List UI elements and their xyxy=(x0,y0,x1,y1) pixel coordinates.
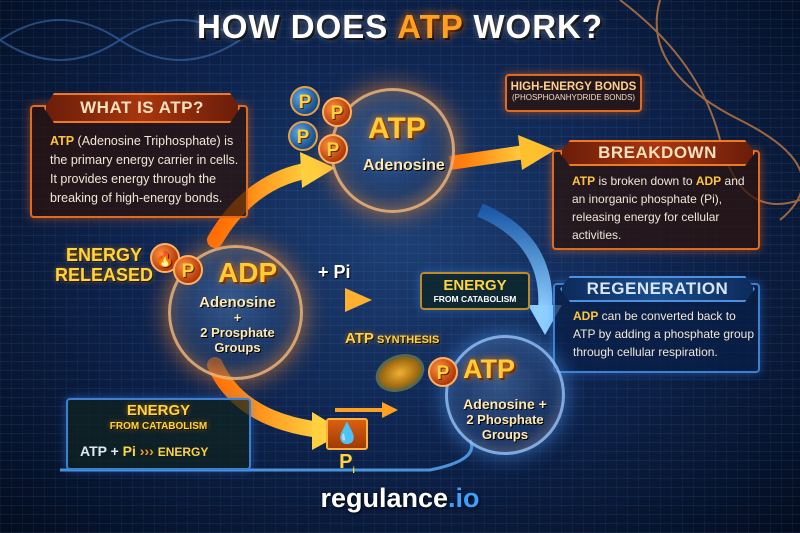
triple-arrow-icon: ››› xyxy=(139,443,154,459)
what-is-atp-text: ATP (Adenosine Triphosphate) is the prim… xyxy=(50,134,239,205)
regeneration-heading: REGENERATION xyxy=(560,276,755,302)
breakdown-panel xyxy=(552,150,760,250)
energy-equation: ATP + Pi ››› ENERGY xyxy=(80,443,209,459)
high-energy-bonds-heading: HIGH-ENERGY BONDS xyxy=(510,81,637,93)
arrowhead-adp-to-atp xyxy=(300,152,335,188)
adp-label: ADP xyxy=(218,257,278,288)
arrowhead-pi-to-atp xyxy=(382,402,398,418)
phosphate-ball-icon: P xyxy=(290,86,320,116)
atp-top-label: ATP xyxy=(368,112,426,145)
dna-helix-top-right xyxy=(619,0,800,221)
arrow-atp-to-breakdown xyxy=(448,145,527,170)
phosphate-ball-icon: P xyxy=(428,357,458,387)
plus-pi-label: + Pi xyxy=(318,262,351,282)
phosphate-ball-icon: P xyxy=(322,97,352,127)
phosphate-ball-icon: P xyxy=(318,134,348,164)
what-is-atp-heading: WHAT IS ATP? xyxy=(44,93,240,123)
atp-top-sub: Adenosine xyxy=(363,157,445,174)
arrowhead-adp-right xyxy=(345,288,372,312)
dna-helix-top-left xyxy=(0,19,241,61)
arrow-adp-to-atp xyxy=(207,162,318,248)
arrow-regeneration-down xyxy=(477,203,553,311)
breakdown-text: ATP is broken down to ADP and an inorgan… xyxy=(572,174,745,242)
breakdown-heading: BREAKDOWN xyxy=(560,140,755,166)
page-title: HOW DOES ATP WORK? xyxy=(196,8,604,45)
atp-bottom-label: ATP xyxy=(463,354,515,384)
flame-icon: 🔥 xyxy=(150,243,180,273)
brand-logo: regulance.io xyxy=(320,483,480,513)
atp-bottom-circle xyxy=(445,335,565,455)
high-energy-bonds-label: HIGH-ENERGY BONDS (PHOSPHOANHYDRIDE BOND… xyxy=(505,74,642,112)
phosphate-ball-icon: P xyxy=(173,255,203,285)
phosphate-ball-icon: P xyxy=(288,121,318,151)
energy-catabolism-mid-label: ENERGY FROM CATABOLISM xyxy=(420,272,530,310)
inorganic-phosphate-icon: 💧Pi xyxy=(326,418,368,475)
regeneration-text: ADP can be converted back to ATP by addi… xyxy=(573,309,755,359)
high-energy-bonds-sub: (PHOSPHOANHYDRIDE BONDS) xyxy=(511,93,636,102)
energy-catabolism-box xyxy=(66,398,251,470)
atp-synthesis-label: ATP SYNTHESIS xyxy=(345,330,440,347)
arrowhead-breakdown xyxy=(518,135,555,170)
